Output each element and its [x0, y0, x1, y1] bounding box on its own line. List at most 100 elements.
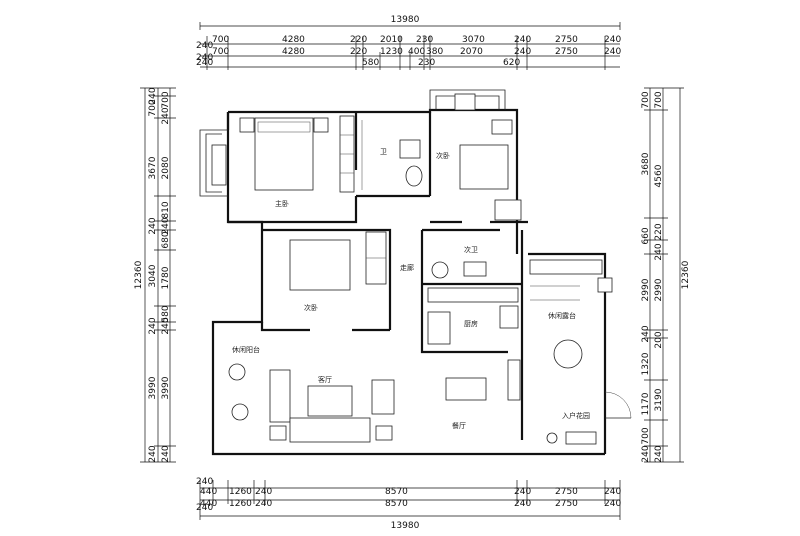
room-balcony-left: 休闲阳台 — [232, 345, 260, 354]
bottom-row1-4: 240 — [514, 487, 531, 497]
right-outer-1: 3680 — [641, 152, 651, 175]
right-outer-8: 240 — [641, 445, 651, 462]
left-inner-0: 700 — [161, 91, 171, 108]
right-outer-6: 1170 — [641, 392, 651, 415]
bottom-row1-1: 1260 — [229, 487, 252, 497]
left-outer-6: 3990 — [148, 376, 158, 399]
right-outer-3: 2990 — [641, 278, 651, 301]
overall-left-dimension: 12360 — [134, 260, 144, 289]
right-outer-4: 240 — [641, 325, 651, 342]
left-inner-1: 240 — [161, 107, 171, 124]
room-dining: 餐厅 — [452, 421, 466, 430]
top-dimensions: 13980 240 700 4280 220 2010 230 3070 240… — [196, 15, 621, 70]
room-master-bedroom: 主卧 — [275, 199, 289, 208]
left-outer-3: 240 — [148, 217, 158, 234]
left-outer-4: 3040 — [148, 264, 158, 287]
right-dimensions: 12360 700 3680 660 2990 240 1320 1170 70… — [641, 87, 691, 463]
top-row3-2: 230 — [418, 58, 435, 68]
bed-icon-2 — [289, 239, 351, 291]
bottom-row1-6: 240 — [604, 487, 621, 497]
top-row2-6: 2070 — [460, 47, 483, 57]
left-outer-7: 240 — [148, 445, 158, 462]
bottom-row2-1: 1260 — [229, 499, 252, 509]
bottom-row1-2: 240 — [255, 487, 272, 497]
chair-icon — [454, 93, 476, 111]
right-inner-0: 700 — [654, 91, 664, 108]
left-inner-6: 1780 — [161, 266, 171, 289]
bottom-row2-left: 240 — [196, 503, 213, 513]
room-bath1: 卫 — [380, 148, 387, 156]
bottom-row2-6: 240 — [604, 499, 621, 509]
top-row2-1: 4280 — [282, 47, 305, 57]
left-outer-2: 3670 — [148, 156, 158, 179]
top-row2-3: 1230 — [380, 47, 403, 57]
bottom-row1-5: 2750 — [555, 487, 578, 497]
room-labels: 主卧 卫 次卧 次卧 走廊 次卫 厨房 客厅 餐厅 入户花园 休闲阳台 休闲露台 — [232, 148, 590, 430]
top-row3-0: 240 — [196, 58, 213, 68]
top-row1-0: 700 — [212, 35, 229, 45]
right-inner-5: 200 — [654, 331, 664, 348]
left-inner-5: 680 — [161, 231, 171, 248]
right-inner-1: 4560 — [654, 164, 664, 187]
top-row2-7: 240 — [514, 47, 531, 57]
stove-icon — [427, 311, 451, 345]
right-outer-2: 660 — [641, 227, 651, 244]
bottom-row1-0: 440 — [200, 487, 217, 497]
bottom-row2-5: 2750 — [555, 499, 578, 509]
basin-icon-2 — [431, 261, 449, 279]
room-entrance: 入户花园 — [562, 411, 590, 420]
left-inner-3: 810 — [161, 201, 171, 218]
top-row1-7: 2750 — [555, 35, 578, 45]
toilet-icon — [405, 165, 423, 187]
right-inner-7: 240 — [654, 445, 664, 462]
coffee-table-icon — [307, 385, 353, 417]
right-outer-5: 1320 — [641, 352, 651, 375]
top-row3-1: 580 — [362, 58, 379, 68]
basin-icon — [399, 139, 421, 159]
room-bedroom3: 次卧 — [304, 303, 318, 312]
bottom-row1-3: 8570 — [385, 487, 408, 497]
right-inner-3: 240 — [654, 243, 664, 260]
master-bed-icon — [254, 117, 314, 191]
desk-icon — [491, 119, 513, 135]
room-kitchen: 厨房 — [464, 319, 478, 328]
sofa-icon — [269, 369, 291, 423]
left-inner-10: 240 — [161, 445, 171, 462]
bottom-row2-3: 8570 — [385, 499, 408, 509]
top-row1-3: 2010 — [380, 35, 403, 45]
bottom-row2-0: 440 — [200, 499, 217, 509]
right-inner-4: 2990 — [654, 278, 664, 301]
furniture — [211, 93, 613, 445]
top-row2-8: 2750 — [555, 47, 578, 57]
top-row1-8: 240 — [604, 35, 621, 45]
top-row2-4: 400 — [408, 47, 425, 57]
top-row1-2: 220 — [350, 35, 367, 45]
left-outer-5: 240 — [148, 317, 158, 334]
bottom-row2-2: 240 — [255, 499, 272, 509]
right-outer-7: 700 — [641, 427, 651, 444]
top-row2-2: 220 — [350, 47, 367, 57]
overall-right-dimension: 12360 — [681, 260, 691, 289]
room-bath2: 次卫 — [464, 245, 478, 254]
top-row1-6: 240 — [514, 35, 531, 45]
bottom-row2-4: 240 — [514, 499, 531, 509]
left-inner-7: 580 — [161, 305, 171, 322]
left-inner-9: 3990 — [161, 376, 171, 399]
left-dimensions: 12360 240 700 3670 240 3040 240 3990 240… — [134, 87, 176, 463]
top-row3-3: 620 — [503, 58, 520, 68]
right-inner-2: 220 — [654, 223, 664, 240]
overall-bottom-dimension: 13980 — [391, 521, 420, 531]
bed-icon — [459, 144, 509, 190]
armchair-icon — [371, 379, 395, 415]
right-inner-6: 3190 — [654, 388, 664, 411]
room-corridor: 走廊 — [400, 263, 414, 272]
kitchen-counter-icon — [427, 287, 519, 303]
top-row1-4: 230 — [416, 35, 433, 45]
top-row2-9: 240 — [604, 47, 621, 57]
left-outer-0: 240 — [148, 87, 158, 104]
bottom-dimensions: 240 440 1260 240 8570 240 2750 240 240 4… — [196, 477, 621, 531]
top-row2-0: 700 — [212, 47, 229, 57]
round-table-icon — [553, 339, 583, 369]
room-living: 客厅 — [318, 375, 332, 384]
